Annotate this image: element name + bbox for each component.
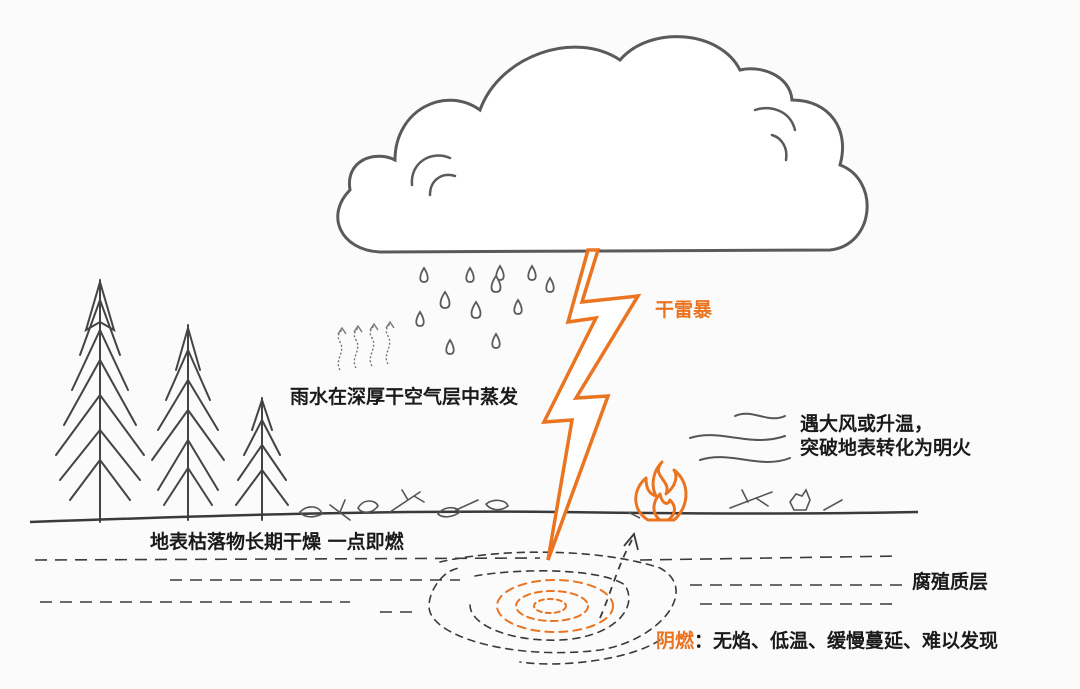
smolder-zone [428,551,677,665]
raindrop-icon [527,264,537,281]
lightning-icon [541,248,642,561]
raindrop-icon [491,332,501,349]
raindrop-icon [439,290,451,309]
twig-icon [389,489,425,513]
raindrop-icon [415,310,425,327]
raindrop-icon [470,300,482,319]
litter-label: 地表枯落物长期干燥 一点即燃 [148,531,406,555]
smolder-term: 阴燃 [656,630,695,652]
raindrop-icon [495,264,505,281]
leaf-icon [484,499,509,511]
leaf-icon [789,488,811,511]
humus-label: 腐殖质层 [912,571,989,593]
steam-icon [337,323,391,371]
ground-line [29,510,919,524]
tree-group [55,278,289,523]
raindrop-icon [545,276,555,293]
twig-icon [329,499,351,521]
twig-icon [729,489,773,509]
cloud-icon [336,35,869,254]
flame-icon [634,460,688,522]
twig-icon [627,511,641,519]
tree-icon [151,324,225,521]
raindrop-icon [419,266,429,283]
raindrop-icon [465,266,475,283]
wind-icon [689,412,791,463]
wind-label-line1: 遇大风或升温， [800,413,934,435]
twig-icon [823,499,843,511]
raindrop-icon [445,338,455,355]
wind-label-line2: 突破地表转化为明火 [800,436,972,459]
raindrop-icon [490,274,502,293]
raindrop-icon [513,298,523,315]
humus-layers [34,555,905,613]
wind-label: 遇大风或升温， 突破地表转化为明火 [800,413,971,461]
twig-icon [455,499,479,511]
leaf-icon [436,506,462,518]
tree-icon [55,278,145,523]
raindrop-group [415,264,555,355]
leaf-group [298,488,843,521]
smolder-description: ：无焰、低温、缓慢蔓延、难以发现 [694,630,999,652]
leaf-icon [357,500,379,514]
evaporation-label: 雨水在深厚干空气层中蒸发 [290,386,519,408]
leaf-icon [298,506,323,518]
smolder-label: 阴燃：无焰、低温、缓慢蔓延、难以发现 [656,630,998,654]
thunderstorm-label: 干雷暴 [655,299,713,321]
arrow-up-icon [599,539,633,619]
tree-icon [235,397,289,521]
